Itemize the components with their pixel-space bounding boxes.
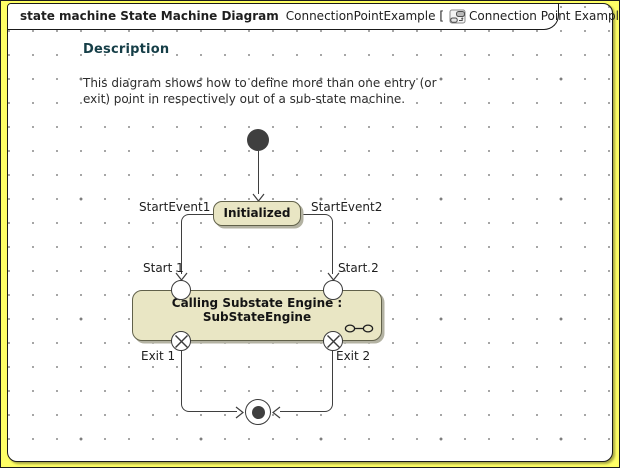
transition-startevent1[interactable] xyxy=(181,214,213,274)
arrowhead-left-final xyxy=(272,406,281,419)
arrowhead-right-final xyxy=(235,406,244,419)
description-heading: Description xyxy=(83,42,170,57)
transition-initial-to-initialized[interactable] xyxy=(258,151,259,194)
final-state-node[interactable] xyxy=(245,399,271,425)
frame-title-model: ConnectionPointExample [ xyxy=(285,9,444,23)
exit-point-exit1[interactable] xyxy=(171,331,191,351)
transition-exit1-to-final[interactable] xyxy=(181,351,237,412)
final-state-inner-dot xyxy=(251,405,265,419)
entry-point-start2[interactable] xyxy=(323,280,343,300)
entry-point-label-start2[interactable]: Start 2 xyxy=(338,261,379,275)
frame-title-diagram: Connection Point Example ] xyxy=(469,9,620,23)
exit-x-icon xyxy=(174,334,188,348)
state-machine-diagram-icon xyxy=(449,9,466,24)
frame-title-keyword: state machine State Machine Diagram xyxy=(20,9,279,23)
exit-point-label-exit1[interactable]: Exit 1 xyxy=(141,349,176,363)
transition-exit2-to-final[interactable] xyxy=(280,351,333,412)
entry-point-start1[interactable] xyxy=(171,280,191,300)
frame-title-bar: state machine State Machine Diagram Conn… xyxy=(8,4,619,30)
state-initialized[interactable]: Initialized xyxy=(213,201,301,226)
entry-point-label-start1[interactable]: Start 1 xyxy=(143,261,184,275)
transition-label-startevent2[interactable]: StartEvent2 xyxy=(311,200,383,214)
submachine-icon xyxy=(344,323,374,334)
description-block[interactable]: Description This diagram shows how to de… xyxy=(83,42,483,107)
description-line-1: This diagram shows how to define more th… xyxy=(83,76,437,90)
exit-point-exit2[interactable] xyxy=(323,331,343,351)
exit-x-icon xyxy=(326,334,340,348)
state-machine-frame: state machine State Machine Diagram Conn… xyxy=(7,3,619,462)
state-calling-substate-engine[interactable]: Calling Substate Engine : SubStateEngine xyxy=(132,290,382,341)
exit-point-label-exit2[interactable]: Exit 2 xyxy=(336,349,371,363)
transition-label-startevent1[interactable]: StartEvent1 xyxy=(139,200,211,214)
initial-state-node[interactable] xyxy=(247,129,269,151)
description-line-2: exit) point in respectively out of a sub… xyxy=(83,92,406,106)
transition-startevent2[interactable] xyxy=(301,214,333,274)
state-calling-substate-engine-label: Calling Substate Engine : SubStateEngine xyxy=(171,296,343,324)
state-initialized-label: Initialized xyxy=(223,206,291,220)
